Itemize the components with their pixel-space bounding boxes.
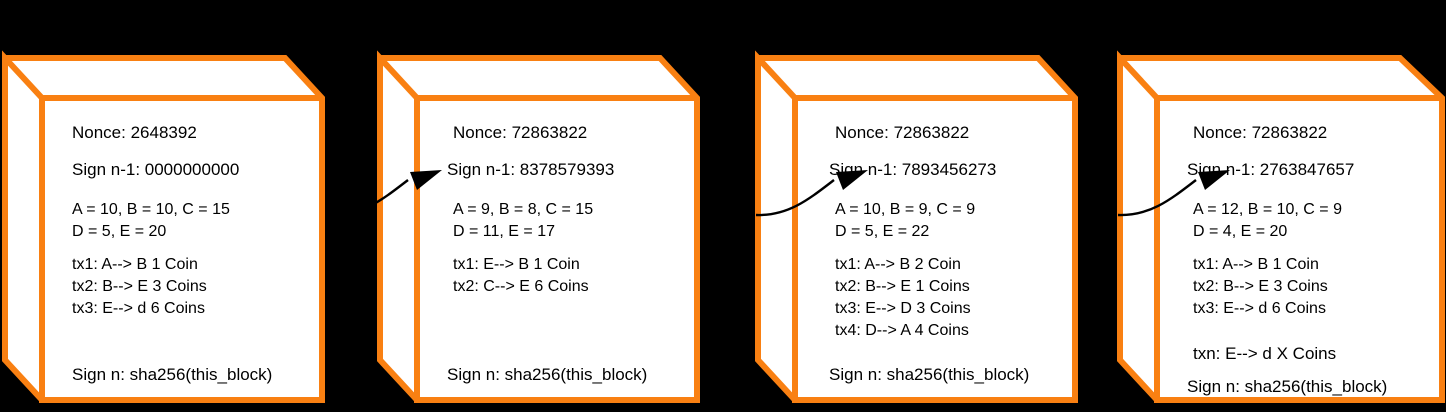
block-4-transaction-n: txn: E--> d X Coins (1193, 344, 1337, 363)
block-1-cube-edges (2, 50, 325, 403)
block-1-cube (2, 50, 325, 403)
block-4[interactable]: Nonce: 72863822 Sign n-1: 2763847657 A =… (1115, 0, 1446, 412)
block-4-sign-self: Sign n: sha256(this_block) (1187, 377, 1388, 396)
block-1[interactable]: Nonce: 2648392 Sign n-1: 0000000000 A = … (0, 0, 340, 412)
block-2-nonce: Nonce: 72863822 (453, 123, 588, 142)
block-4-transactions: tx1: A--> B 1 Coin tx2: B--> E 3 Coins t… (1193, 254, 1328, 320)
block-3-sign-prev: Sign n-1: 7893456273 (829, 160, 997, 179)
block-2-transaction: tx1: E--> B 1 Coin (453, 256, 580, 273)
block-1-front-face (42, 98, 322, 400)
block-3-side-face (758, 58, 795, 400)
block-1-transaction: tx1: A--> B 1 Coin (72, 256, 198, 273)
block-1-balance-line: A = 10, B = 10, C = 15 (72, 201, 230, 218)
block-3-balance-line: A = 10, B = 9, C = 9 (835, 201, 976, 218)
block-3[interactable]: Nonce: 72863822 Sign n-1: 7893456273 A =… (753, 0, 1093, 412)
block-3-cube-edges (755, 50, 1078, 403)
block-3-front-face (795, 98, 1075, 400)
block-3-transaction: tx4: D--> A 4 Coins (835, 322, 969, 339)
block-1-transactions: tx1: A--> B 1 Coin tx2: B--> E 3 Coins t… (72, 254, 207, 320)
block-3-top-face (758, 58, 1075, 98)
block-2-transactions: tx1: E--> B 1 Coin tx2: C--> E 6 Coins (453, 254, 589, 298)
block-1-transaction: tx3: E--> d 6 Coins (72, 300, 205, 317)
block-2-cube-edges (377, 50, 700, 403)
block-3-cube (755, 50, 1078, 403)
block-1-sign-prev: Sign n-1: 0000000000 (72, 160, 240, 179)
block-1-transaction: tx2: B--> E 3 Coins (72, 278, 207, 295)
block-4-front-face (1157, 98, 1442, 400)
block-2-cube (377, 50, 700, 403)
block-1-balance-line: D = 5, E = 20 (72, 223, 167, 240)
block-2-side-face (380, 58, 417, 400)
block-4-nonce: Nonce: 72863822 (1193, 123, 1328, 142)
block-2-front-face (417, 98, 697, 400)
block-3-balances: A = 10, B = 9, C = 9 D = 5, E = 22 (835, 199, 975, 243)
block-1-sign-self: Sign n: sha256(this_block) (72, 365, 273, 384)
block-4-balance-line: A = 12, B = 10, C = 9 (1193, 201, 1342, 218)
block-2-balances: A = 9, B = 8, C = 15 D = 11, E = 17 (453, 199, 593, 243)
block-2-transaction: tx2: C--> E 6 Coins (453, 278, 589, 295)
block-3-nonce: Nonce: 72863822 (835, 123, 970, 142)
block-4-side-face (1120, 58, 1157, 400)
block-4-transaction: tx3: E--> d 6 Coins (1193, 300, 1326, 317)
block-3-sign-self: Sign n: sha256(this_block) (829, 365, 1030, 384)
block-2-balance-line: D = 11, E = 17 (453, 223, 555, 240)
block-4-transaction: tx2: B--> E 3 Coins (1193, 278, 1328, 295)
block-1-balances: A = 10, B = 10, C = 15 D = 5, E = 20 (72, 199, 230, 243)
block-4-balances: A = 12, B = 10, C = 9 D = 4, E = 20 (1193, 199, 1342, 243)
block-3-transaction: tx2: B--> E 1 Coins (835, 278, 970, 295)
block-1-side-face (5, 58, 42, 400)
block-3-balance-line: D = 5, E = 22 (835, 223, 930, 240)
block-4-transaction: tx1: A--> B 1 Coin (1193, 256, 1319, 273)
block-2[interactable]: Nonce: 72863822 Sign n-1: 8378579393 A =… (375, 0, 715, 412)
block-3-transaction: tx1: A--> B 2 Coin (835, 256, 961, 273)
block-3-transactions: tx1: A--> B 2 Coin tx2: B--> E 1 Coins t… (835, 254, 971, 342)
block-1-nonce: Nonce: 2648392 (72, 123, 197, 142)
block-2-sign-prev: Sign n-1: 8378579393 (447, 160, 615, 179)
block-4-cube-edges (1117, 50, 1445, 403)
block-1-top-face (5, 58, 322, 98)
block-2-balance-line: A = 9, B = 8, C = 15 (453, 201, 594, 218)
block-4-top-face (1120, 58, 1442, 98)
block-3-transaction: tx3: E--> D 3 Coins (835, 300, 971, 317)
block-4-cube (1117, 50, 1445, 403)
block-2-top-face (380, 58, 697, 98)
block-2-sign-self: Sign n: sha256(this_block) (447, 365, 648, 384)
block-4-balance-line: D = 4, E = 20 (1193, 223, 1288, 240)
block-4-sign-prev: Sign n-1: 2763847657 (1187, 160, 1355, 179)
